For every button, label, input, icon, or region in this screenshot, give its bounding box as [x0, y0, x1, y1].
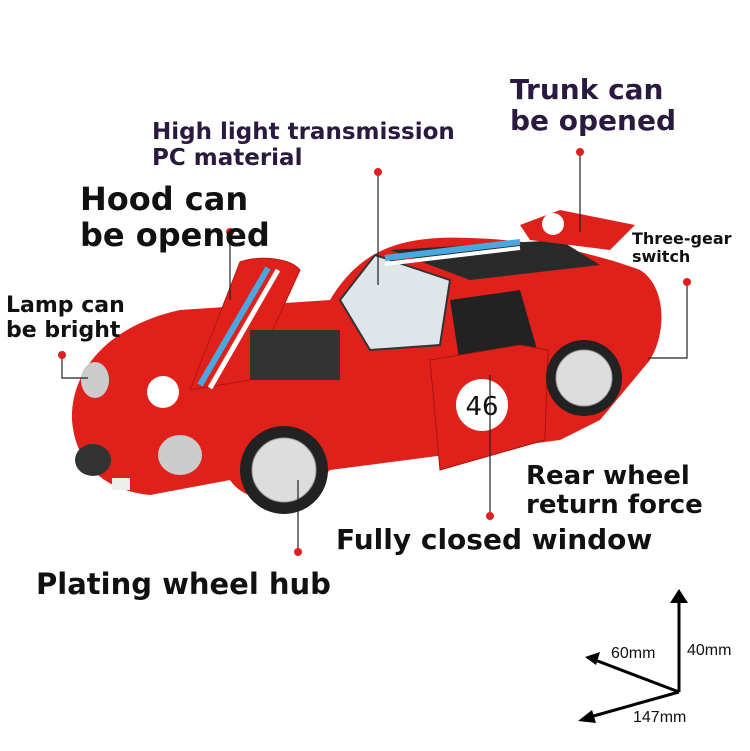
label-window: Fully closed window	[336, 523, 653, 556]
dimension-width: 60mm	[611, 645, 656, 662]
dimension-height: 40mm	[687, 642, 732, 659]
dimension-arrows	[578, 589, 688, 723]
door-number: 46	[465, 392, 498, 422]
callout-lines	[61, 152, 688, 552]
car-image: 46	[71, 210, 662, 514]
dimension-length: 147mm	[633, 709, 687, 726]
marker-dots	[58, 148, 691, 556]
label-wheel-hub: Plating wheel hub	[36, 567, 331, 601]
